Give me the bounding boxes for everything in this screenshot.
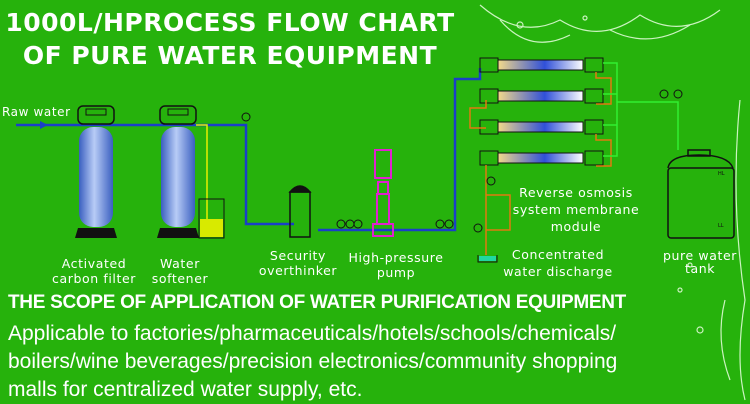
- pump-label: High-pressure pump: [342, 250, 450, 280]
- permeate-gauges: [473, 89, 683, 233]
- label-line: softener: [151, 271, 209, 286]
- label-line: module: [550, 219, 602, 234]
- ro-module-label: Reverse osmosis system membrane module: [508, 184, 644, 235]
- pure-water-tank: HL LL: [667, 149, 735, 239]
- high-pressure-pump: [372, 149, 394, 237]
- label-line: High-pressure: [348, 250, 444, 265]
- label-line: Concentrated: [511, 247, 605, 262]
- brine-tank: [198, 198, 225, 239]
- label-line: Water: [160, 256, 200, 271]
- security-filter-label: Security overthinker: [252, 248, 344, 278]
- tank-low-level: LL: [718, 223, 724, 229]
- softener-vessel: [157, 105, 208, 238]
- label-line: overthinker: [258, 263, 338, 278]
- flow-arrow-icon: [40, 121, 48, 129]
- scope-line: boilers/wine beverages/precision electro…: [8, 350, 618, 373]
- pressure-gauge-icon: [241, 112, 251, 122]
- carbon-filter-label: Activated carbon filter: [44, 256, 144, 286]
- label-line: pure water: [663, 248, 737, 263]
- concentrate-label: Concentrated water discharge: [496, 246, 620, 280]
- scope-title: THE SCOPE OF APPLICATION OF WATER PURIFI…: [8, 292, 626, 313]
- label-line: water discharge: [503, 264, 613, 279]
- scope-line: Applicable to factories/pharmaceuticals/…: [8, 322, 617, 345]
- page-title: 1000L/HPROCESS FLOW CHART OF PURE WATER …: [0, 6, 460, 72]
- title-line-2: OF PURE WATER EQUIPMENT: [22, 41, 438, 70]
- scope-line: malls for centralized water supply, etc.: [8, 378, 363, 401]
- brine-pipe: [469, 72, 612, 255]
- label-line: system membrane: [512, 202, 640, 217]
- permeate-pipe: [603, 62, 679, 157]
- scope-description: Applicable to factories/pharmaceuticals/…: [8, 320, 708, 404]
- label-line: Activated: [61, 256, 127, 271]
- ro-membrane-array: [479, 57, 604, 166]
- water-splash-decoration: [479, 4, 746, 401]
- gauges-group: [336, 219, 454, 229]
- label-line: Security: [269, 248, 327, 263]
- title-line-1: 1000L/HPROCESS FLOW CHART: [5, 8, 455, 37]
- tank-high-level: HL: [718, 171, 725, 177]
- security-filter-vessel: [288, 185, 312, 238]
- feed-pipe: [16, 68, 482, 232]
- label-line: Reverse osmosis: [519, 185, 633, 200]
- carbon-filter-vessel: [75, 105, 117, 238]
- tank-label: pure water tank: [654, 249, 746, 275]
- label-line: tank: [684, 261, 716, 276]
- raw-water-label: Raw water: [2, 105, 71, 119]
- label-line: carbon filter: [51, 271, 137, 286]
- concentrate-drain: [477, 255, 498, 263]
- softener-label: Water softener: [140, 256, 220, 286]
- label-line: pump: [376, 265, 416, 280]
